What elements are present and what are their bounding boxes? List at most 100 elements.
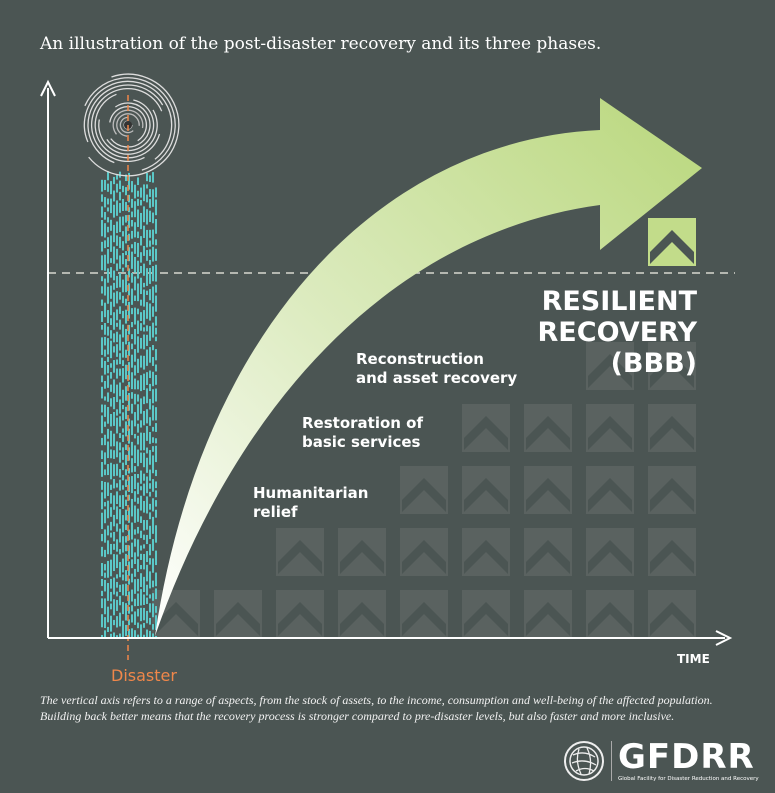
rain-streak [110, 603, 112, 610]
rain-streak [125, 570, 127, 582]
rain-streak [128, 214, 130, 228]
rain-streak [122, 447, 124, 460]
rain-streak [122, 558, 124, 573]
rain-streak [146, 229, 148, 248]
rain-streak [152, 212, 154, 224]
rain-streak [143, 500, 145, 513]
rain-streak [116, 417, 118, 434]
rain-streak [152, 426, 154, 432]
rain-streak [152, 498, 154, 512]
rain-streak [125, 469, 127, 476]
rain-streak [146, 268, 148, 286]
rain-streak [131, 334, 133, 340]
rain-streak [155, 606, 157, 613]
rain-streak [131, 559, 133, 569]
rain-streak [134, 529, 136, 535]
rain-streak [110, 633, 112, 638]
rain-streak [116, 344, 118, 357]
rain-streak [110, 258, 112, 263]
rain-streak [116, 200, 118, 216]
rain-streak [113, 433, 115, 447]
rain-streak [104, 254, 106, 271]
rain-streak [107, 338, 109, 355]
rain-streak [116, 331, 118, 343]
rain-streak [143, 327, 145, 332]
rain-streak [155, 445, 157, 463]
chevron-up-icon [402, 478, 446, 512]
rain-streak [113, 312, 115, 330]
rain-streak [146, 250, 148, 261]
rain-streak [128, 619, 130, 626]
rain-streak [101, 415, 103, 434]
rain-streak [128, 362, 130, 380]
rain-streak [107, 583, 109, 601]
rain-streak [128, 324, 130, 335]
disaster-label: Disaster [111, 666, 177, 685]
rain-streak [119, 353, 121, 365]
rain-streak [110, 301, 112, 316]
rain-streak [116, 248, 118, 260]
rain-streak [140, 573, 142, 587]
rain-streak [125, 603, 127, 621]
rain-streak [131, 181, 133, 193]
rain-streak [104, 302, 106, 318]
rain-streak [128, 301, 130, 319]
rain-streak [104, 197, 106, 208]
rain-streak [113, 411, 115, 426]
rain-streak [155, 264, 157, 282]
rain-streak [152, 286, 154, 303]
rain-streak [137, 260, 139, 279]
rain-streak [152, 189, 154, 207]
resilient-chevron-icon-glyph [650, 230, 694, 264]
rain-streak [155, 295, 157, 312]
rain-streak [134, 307, 136, 325]
rain-streak [143, 519, 145, 531]
rain-streak [122, 475, 124, 481]
rain-streak [128, 494, 130, 501]
rain-streak [101, 546, 103, 557]
rain-streak [146, 551, 148, 563]
rain-streak [101, 325, 103, 330]
rain-streak [140, 589, 142, 606]
rain-streak [122, 620, 124, 638]
rain-streak [104, 502, 106, 507]
rain-streak [149, 249, 151, 257]
rain-streak [128, 591, 130, 605]
rain-streak [101, 492, 103, 510]
rain-streak [104, 380, 106, 389]
rain-streak [113, 543, 115, 550]
rain-streak [152, 172, 154, 183]
rain-streak [149, 229, 151, 238]
rain-streak [143, 206, 145, 223]
rain-streak [110, 578, 112, 589]
rain-streak [116, 463, 118, 476]
rain-streak [113, 619, 115, 626]
chevron-up-icon [464, 540, 508, 574]
rain-streak [152, 624, 154, 630]
rain-streak [116, 263, 118, 271]
rain-streak [104, 529, 106, 543]
rain-streak [143, 634, 145, 638]
rain-streak [116, 616, 118, 628]
rain-streak [140, 252, 142, 263]
rain-streak [125, 202, 127, 211]
rain-streak [125, 251, 127, 256]
rain-streak [107, 286, 109, 304]
rain-streak [101, 480, 103, 490]
rain-streak [137, 320, 139, 334]
rain-streak [140, 607, 142, 622]
rain-streak [143, 355, 145, 370]
rain-streak [107, 441, 109, 459]
rain-streak [107, 217, 109, 223]
rain-streak [128, 561, 130, 576]
rain-streak [122, 428, 124, 433]
rain-streak [125, 328, 127, 345]
rain-streak [122, 368, 124, 383]
rain-streak [107, 525, 109, 536]
rain-streak [110, 363, 112, 368]
rain-streak [137, 634, 139, 638]
globe-icon [564, 741, 604, 781]
rain-streak [122, 495, 124, 509]
rain-streak [134, 378, 136, 390]
rain-streak [101, 563, 103, 577]
